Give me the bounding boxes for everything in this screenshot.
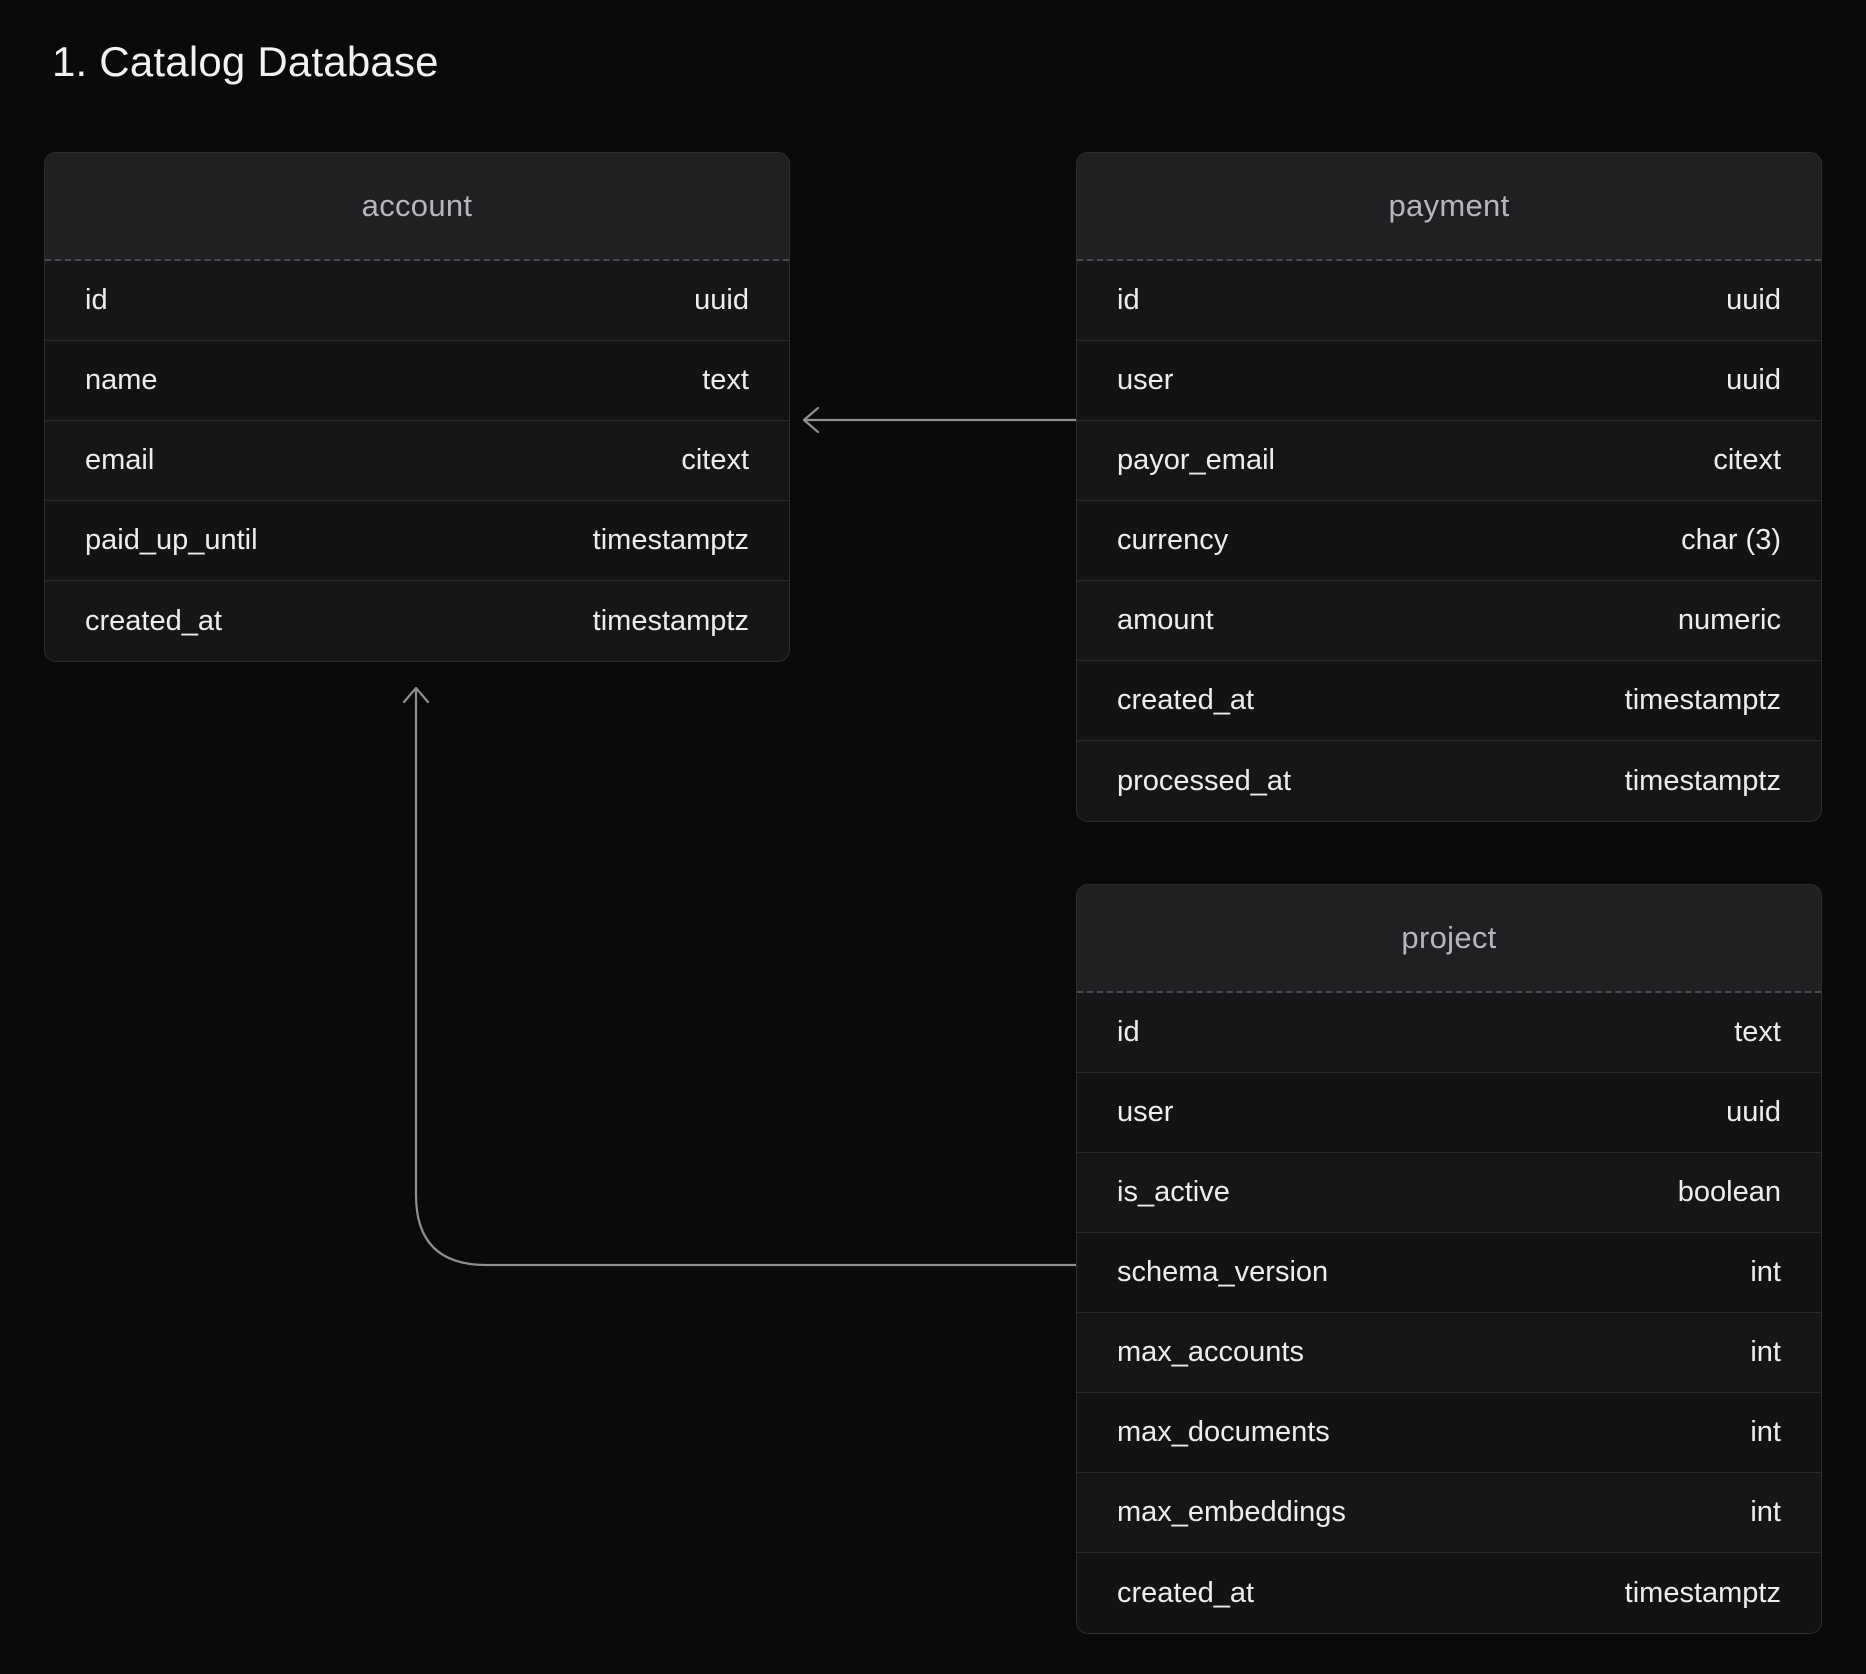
field-name: id [1117, 284, 1140, 316]
field-type: text [702, 364, 749, 396]
table-row[interactable]: max_documents int [1077, 1393, 1821, 1473]
table-row[interactable]: schema_version int [1077, 1233, 1821, 1313]
entity-account-fields: id uuid name text email citext paid_up_u… [45, 261, 789, 661]
field-type: timestamptz [592, 524, 749, 556]
field-type: numeric [1677, 604, 1781, 636]
field-type: int [1750, 1336, 1781, 1368]
table-row[interactable]: max_embeddings int [1077, 1473, 1821, 1553]
table-row[interactable]: id uuid [1077, 261, 1821, 341]
field-type: uuid [1726, 284, 1781, 316]
field-type: int [1750, 1416, 1781, 1448]
field-type: timestamptz [1624, 764, 1781, 797]
entity-account-title: account [361, 188, 473, 223]
table-row[interactable]: user uuid [1077, 341, 1821, 421]
connector-project-to-account [402, 686, 1076, 1267]
entity-payment-header: payment [1077, 153, 1821, 261]
table-row[interactable]: created_at timestamptz [45, 581, 789, 661]
field-name: schema_version [1117, 1256, 1329, 1288]
field-name: payor_email [1117, 444, 1275, 476]
entity-project-title: project [1401, 920, 1497, 955]
field-type: timestamptz [1624, 684, 1781, 716]
field-name: name [85, 364, 158, 396]
field-name: created_at [1117, 684, 1255, 716]
table-row[interactable]: id uuid [45, 261, 789, 341]
field-type: int [1750, 1256, 1781, 1288]
field-type: citext [1713, 444, 1781, 476]
field-name: amount [1117, 604, 1214, 636]
table-row[interactable]: processed_at timestamptz [1077, 741, 1821, 821]
field-name: id [85, 284, 108, 316]
table-row[interactable]: paid_up_until timestamptz [45, 501, 789, 581]
field-name: currency [1117, 524, 1229, 556]
table-row[interactable]: currency char (3) [1077, 501, 1821, 581]
table-row[interactable]: user uuid [1077, 1073, 1821, 1153]
table-row[interactable]: created_at timestamptz [1077, 1553, 1821, 1633]
field-type: uuid [1726, 364, 1781, 396]
entity-project[interactable]: project id text user uuid is_active bool… [1076, 884, 1822, 1634]
field-type: citext [681, 444, 749, 476]
field-name: user [1117, 364, 1174, 396]
connector-payment-to-account [802, 406, 1076, 434]
table-row[interactable]: name text [45, 341, 789, 421]
field-name: processed_at [1117, 764, 1292, 797]
table-row[interactable]: max_accounts int [1077, 1313, 1821, 1393]
table-row[interactable]: payor_email citext [1077, 421, 1821, 501]
field-type: char (3) [1681, 524, 1781, 556]
field-name: user [1117, 1096, 1174, 1128]
entity-account[interactable]: account id uuid name text email citext p… [44, 152, 790, 662]
field-type: boolean [1677, 1176, 1781, 1208]
table-row[interactable]: created_at timestamptz [1077, 661, 1821, 741]
field-name: created_at [1117, 1576, 1255, 1609]
field-name: max_documents [1117, 1416, 1330, 1448]
field-type: timestamptz [1624, 1576, 1781, 1609]
field-name: created_at [85, 604, 223, 637]
table-row[interactable]: email citext [45, 421, 789, 501]
field-name: max_accounts [1117, 1336, 1304, 1368]
field-type: uuid [1726, 1096, 1781, 1128]
entity-project-fields: id text user uuid is_active boolean sche… [1077, 993, 1821, 1633]
field-name: max_embeddings [1117, 1496, 1346, 1528]
table-row[interactable]: is_active boolean [1077, 1153, 1821, 1233]
field-type: text [1734, 1016, 1781, 1048]
field-type: int [1750, 1496, 1781, 1528]
field-name: paid_up_until [85, 524, 258, 556]
table-row[interactable]: amount numeric [1077, 581, 1821, 661]
entity-payment[interactable]: payment id uuid user uuid payor_email ci… [1076, 152, 1822, 822]
entity-payment-title: payment [1388, 188, 1510, 223]
page-title: 1. Catalog Database [52, 38, 439, 85]
field-type: timestamptz [592, 604, 749, 637]
field-name: id [1117, 1016, 1140, 1048]
field-name: email [85, 444, 155, 476]
entity-payment-fields: id uuid user uuid payor_email citext cur… [1077, 261, 1821, 821]
field-name: is_active [1117, 1176, 1230, 1208]
field-type: uuid [694, 284, 749, 316]
entity-account-header: account [45, 153, 789, 261]
entity-project-header: project [1077, 885, 1821, 993]
table-row[interactable]: id text [1077, 993, 1821, 1073]
